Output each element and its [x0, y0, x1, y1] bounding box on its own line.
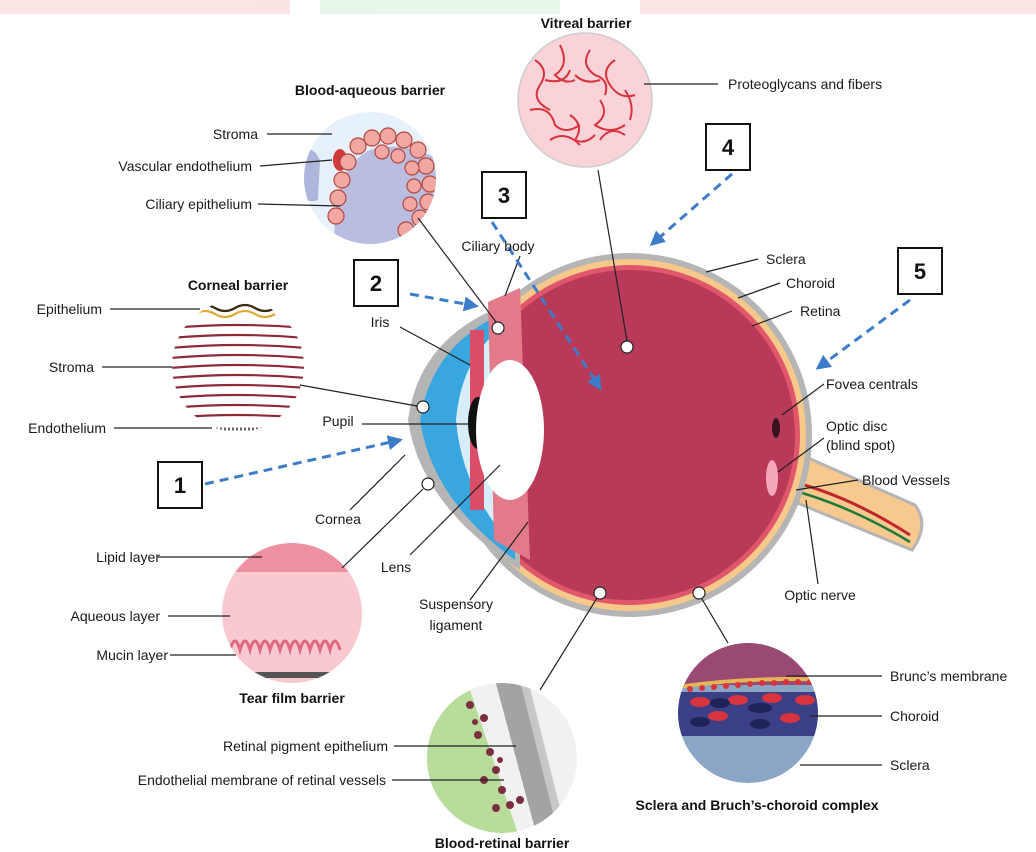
blood-aqueous-inset: [300, 112, 440, 250]
fovea-mark: [772, 418, 780, 438]
vitreal-barrier-title: Vitreal barrier: [541, 15, 632, 31]
optic-disc-mark: [766, 460, 778, 496]
label-lipid-layer: Lipid layer: [96, 549, 160, 565]
label-pupil: Pupil: [322, 413, 353, 429]
label-optic-disc-line1: Optic disc: [826, 418, 887, 434]
route-number-4: 4: [722, 135, 735, 160]
label-optic-nerve: Optic nerve: [784, 587, 856, 603]
label-rpe: Retinal pigment epithelium: [223, 738, 388, 754]
label-suspensory-line2: ligament: [430, 617, 483, 633]
top-color-band: [0, 0, 1036, 14]
vitreal-barrier-inset: [518, 33, 652, 167]
label-blood-vessels: Blood Vessels: [862, 472, 950, 488]
point-iris: [492, 322, 504, 334]
route-box-1: 1: [158, 462, 202, 508]
route-box-3: 3: [482, 172, 526, 218]
tear-film-title: Tear film barrier: [239, 690, 345, 706]
blood-retinal-inset: [420, 680, 577, 840]
label-sc-sclera: Sclera: [890, 757, 930, 773]
label-ba-stroma: Stroma: [213, 126, 258, 142]
point-tear: [422, 478, 434, 490]
label-corneal-stroma: Stroma: [49, 359, 94, 375]
label-lens: Lens: [381, 559, 411, 575]
tear-film-inset: [220, 540, 370, 683]
corneal-barrier-inset: [170, 300, 306, 432]
route-box-2: 2: [354, 260, 398, 306]
label-brunc-membrane: Brunc’s membrane: [890, 668, 1007, 684]
route-box-5: 5: [898, 248, 942, 294]
blood-retinal-title: Blood-retinal barrier: [435, 835, 570, 851]
label-suspensory-line1: Suspensory: [419, 596, 493, 612]
label-fovea: Fovea centrals: [826, 376, 918, 392]
label-iris: Iris: [371, 314, 390, 330]
route-number-1: 1: [174, 473, 186, 498]
sclera-bruch-inset: [670, 640, 830, 783]
point-retina: [594, 587, 606, 599]
label-optic-disc-line2: (blind spot): [826, 437, 895, 453]
route-number-3: 3: [498, 183, 510, 208]
label-cornea: Cornea: [315, 511, 361, 527]
label-retina: Retina: [800, 303, 841, 319]
route-box-4: 4: [706, 124, 750, 170]
label-sc-choroid: Choroid: [890, 708, 939, 724]
label-choroid: Choroid: [786, 275, 835, 291]
corneal-barrier-title: Corneal barrier: [188, 277, 289, 293]
label-ciliary-body: Ciliary body: [461, 238, 534, 254]
point-cornea: [417, 401, 429, 413]
point-sclera: [693, 587, 705, 599]
label-ciliary-epithelium: Ciliary epithelium: [145, 196, 252, 212]
sclera-bruch-title: Sclera and Bruch’s-choroid complex: [636, 797, 879, 813]
label-proteoglycans: Proteoglycans and fibers: [728, 76, 882, 92]
blood-aqueous-title: Blood-aqueous barrier: [295, 82, 446, 98]
label-vascular-endothelium: Vascular endothelium: [118, 158, 252, 174]
point-vitreous: [621, 341, 633, 353]
label-aqueous-layer: Aqueous layer: [70, 608, 160, 624]
route-number-2: 2: [370, 271, 382, 296]
route-number-5: 5: [914, 259, 926, 284]
label-corneal-epithelium: Epithelium: [37, 301, 102, 317]
label-corneal-endothelium: Endothelium: [28, 420, 106, 436]
label-sclera: Sclera: [766, 251, 806, 267]
optic-nerve-shape: [790, 450, 922, 550]
label-mucin-layer: Mucin layer: [96, 647, 168, 663]
label-endothelial-membrane: Endothelial membrane of retinal vessels: [138, 772, 386, 788]
